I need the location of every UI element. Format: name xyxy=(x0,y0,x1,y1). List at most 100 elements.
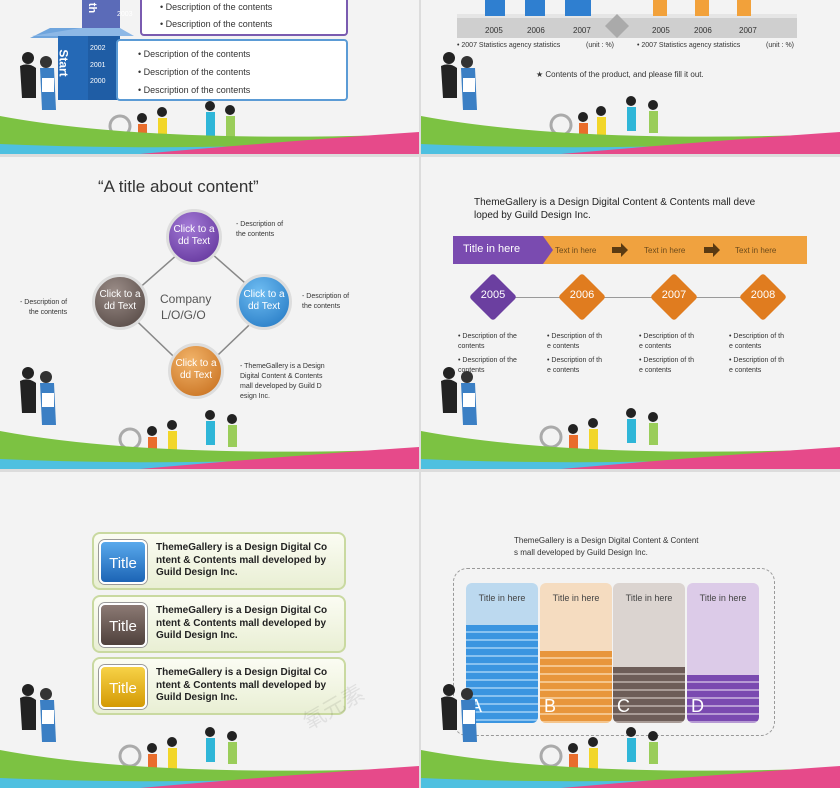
people-group-bottom xyxy=(108,101,235,144)
title-button-brown[interactable]: Title xyxy=(99,603,147,647)
year-2001: 2001 xyxy=(90,62,106,69)
circle-right-label: Click to a dd Text xyxy=(243,289,285,312)
slide-1[interactable]: • Description of the contents • Descript… xyxy=(0,0,419,154)
column-b-letter: B xyxy=(544,696,557,716)
people-silhouette-left xyxy=(441,52,477,110)
title-card-2-desc: ThemeGallery is a Design Digital Co nten… xyxy=(156,605,328,641)
unit-right: (unit : %) xyxy=(766,42,795,49)
slide-6[interactable]: ThemeGallery is a Design Digital Content… xyxy=(421,472,840,788)
heading-line-1: ThemeGallery is a Design Digital Content… xyxy=(514,536,699,545)
title-card-3-desc: ThemeGallery is a Design Digital Co nten… xyxy=(156,667,328,703)
th-label: th xyxy=(86,2,99,14)
slide-2[interactable]: 2005 2006 2007 2005 2006 2007 • 2007 Sta… xyxy=(421,0,840,154)
note-right: • 2007 Statistics agency statistics xyxy=(637,42,741,49)
bottom-contents-box: • Description of the contents • Descript… xyxy=(116,39,348,101)
title-button-yellow[interactable]: Title xyxy=(99,665,147,709)
bar-title: Title in here xyxy=(463,243,521,255)
circle-right[interactable]: Click to a dd Text xyxy=(236,274,292,330)
column-b[interactable]: Title in here B xyxy=(540,583,612,723)
circle-bottom-label: Click to a dd Text xyxy=(175,358,217,381)
arrow-icon xyxy=(612,243,628,257)
column-d-stack xyxy=(687,675,759,723)
year-left-2007: 2007 xyxy=(573,26,591,35)
fill-out-note: ★ Contents of the product, and please fi… xyxy=(536,70,704,79)
top-item-1: • Description of the contents xyxy=(160,2,273,12)
bar-title-block[interactable]: Title in here xyxy=(453,236,543,264)
desc-col4-a: • Description of th e contents xyxy=(729,333,784,350)
year-2008: 2008 xyxy=(750,289,776,301)
title-card-2[interactable]: Title ThemeGallery is a Design Digital C… xyxy=(92,595,346,653)
column-b-title: Title in here xyxy=(552,593,600,603)
people-silhouette-left xyxy=(441,684,477,742)
arrow-icon xyxy=(704,243,720,257)
logo-label: L/O/G/O xyxy=(161,308,206,322)
desc-right: - Description of the contents xyxy=(302,293,350,310)
column-c-title: Title in here xyxy=(625,593,673,603)
title-button-blue[interactable]: Title xyxy=(99,540,147,584)
bar-base-graphic xyxy=(457,0,797,38)
column-d[interactable]: Title in here D xyxy=(687,583,759,723)
column-a-title: Title in here xyxy=(478,593,526,603)
bottom-item-1: • Description of the contents xyxy=(138,49,251,59)
desc-col1-b: • Description of the contents xyxy=(458,357,517,374)
circle-top-label: Click to a dd Text xyxy=(173,224,215,247)
desc-bottom: - ThemeGallery is a Design Digital Conte… xyxy=(240,363,325,400)
desc-col4-b: • Description of th e contents xyxy=(729,357,784,374)
circle-left[interactable]: Click to a dd Text xyxy=(92,274,148,330)
year-2003: 2003 xyxy=(117,11,133,18)
desc-col2-b: • Description of th e contents xyxy=(547,357,602,374)
people-group-bottom xyxy=(118,727,237,774)
year-2005: 2005 xyxy=(480,289,506,301)
column-c-letter: C xyxy=(617,696,630,716)
people-group-bottom xyxy=(539,408,658,455)
column-a[interactable]: Title in here A xyxy=(466,583,538,723)
timeline-line xyxy=(481,297,771,298)
year-2002: 2002 xyxy=(90,45,106,52)
bar-item-3: Text in here xyxy=(735,246,777,255)
people-group-bottom xyxy=(118,410,237,457)
slide-3[interactable]: “A title about content” Click to a dd Te… xyxy=(0,157,419,469)
desc-col1-a: • Description of the contents xyxy=(458,333,517,350)
top-contents-box: • Description of the contents • Descript… xyxy=(140,0,348,36)
bottom-item-2: • Description of the contents xyxy=(138,67,251,77)
heading-line-1: ThemeGallery is a Design Digital Content… xyxy=(474,197,756,208)
unit-left: (unit : %) xyxy=(586,42,615,49)
desc-left: - Description of the contents xyxy=(20,299,68,316)
slide-title: “A title about content” xyxy=(98,177,259,196)
column-c[interactable]: Title in here C xyxy=(613,583,685,723)
heading-line-2: loped by Guild Design Inc. xyxy=(474,210,591,221)
people-group-bottom xyxy=(549,96,658,143)
desc-col2-a: • Description of th e contents xyxy=(547,333,602,350)
column-a-stack xyxy=(466,625,538,723)
people-silhouette-left xyxy=(20,52,56,110)
people-group-bottom xyxy=(539,727,658,774)
title-card-1-desc: ThemeGallery is a Design Digital Co nten… xyxy=(156,542,328,578)
top-item-2: • Description of the contents xyxy=(160,19,273,29)
bar-item-2: Text in here xyxy=(644,246,686,255)
title-card-3[interactable]: Title ThemeGallery is a Design Digital C… xyxy=(92,657,346,715)
circle-top[interactable]: Click to a dd Text xyxy=(166,209,222,265)
year-2000: 2000 xyxy=(90,78,106,85)
column-d-letter: D xyxy=(691,696,704,716)
slide-4[interactable]: ThemeGallery is a Design Digital Content… xyxy=(421,157,840,469)
circle-bottom[interactable]: Click to a dd Text xyxy=(168,343,224,399)
column-c-stack xyxy=(613,667,685,723)
year-left-2005: 2005 xyxy=(485,26,503,35)
bottom-item-3: • Description of the contents xyxy=(138,85,251,95)
year-2006: 2006 xyxy=(569,289,595,301)
bar-item-1: Text in here xyxy=(555,246,597,255)
people-silhouette-left xyxy=(20,367,56,425)
title-card-1[interactable]: Title ThemeGallery is a Design Digital C… xyxy=(92,532,346,590)
people-silhouette-left xyxy=(441,367,477,425)
circle-left-label: Click to a dd Text xyxy=(99,289,141,312)
dashed-frame xyxy=(453,568,775,736)
year-right-2006: 2006 xyxy=(694,26,712,35)
start-arrow-graphic xyxy=(30,0,140,100)
column-d-title: Title in here xyxy=(699,593,747,603)
note-left: • 2007 Statistics agency statistics xyxy=(457,42,561,49)
slide-5[interactable]: Title ThemeGallery is a Design Digital C… xyxy=(0,472,419,788)
bar-title-arrow xyxy=(543,236,553,264)
year-right-2007: 2007 xyxy=(739,26,757,35)
desc-col3-b: • Description of th e contents xyxy=(639,357,694,374)
year-right-2005: 2005 xyxy=(652,26,670,35)
